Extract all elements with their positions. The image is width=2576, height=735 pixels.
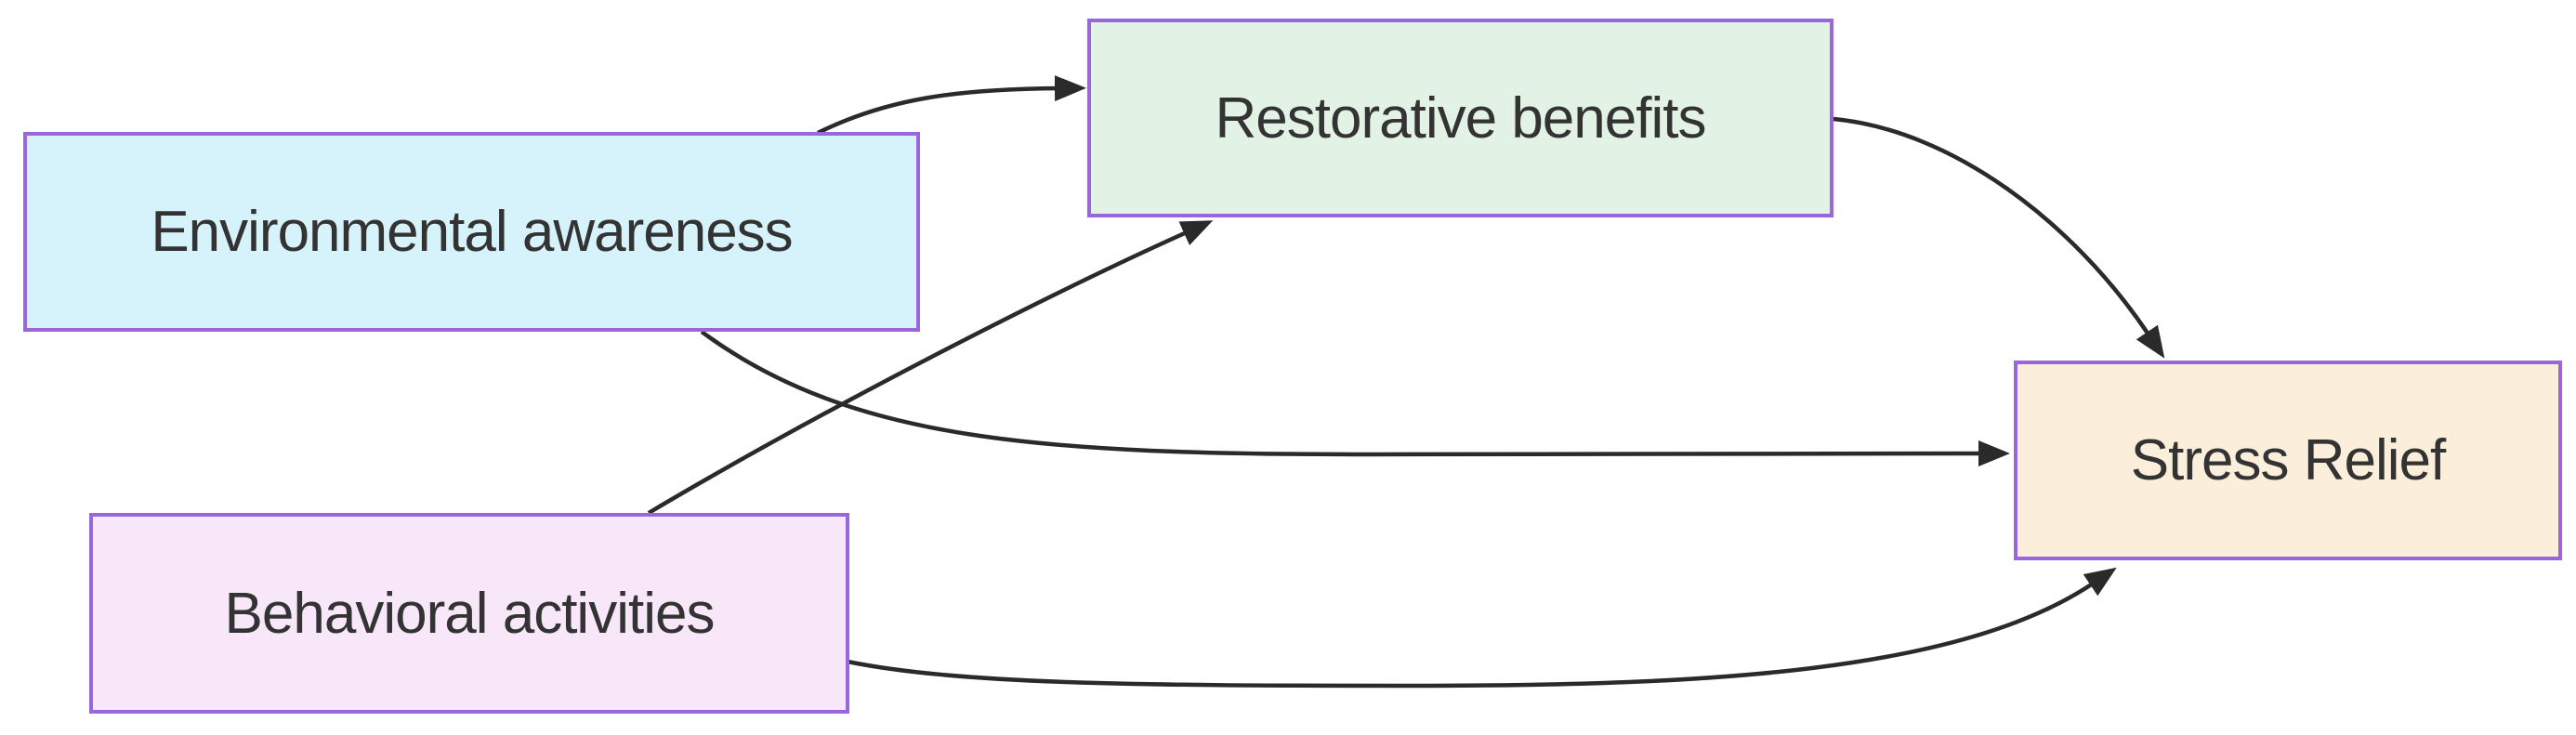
edge-environmental-to-stress xyxy=(700,330,2010,467)
edge-behavioral-to-stress xyxy=(847,567,2117,689)
node-stress-relief: Stress Relief xyxy=(2014,361,2562,560)
edge-environmental-to-restorative xyxy=(817,75,1086,136)
node-behavioral-activities-label: Behavioral activities xyxy=(224,581,716,646)
node-environmental-awareness: Environmental awareness xyxy=(23,132,920,332)
node-behavioral-activities: Behavioral activities xyxy=(89,513,849,714)
edge-restorative-to-stress xyxy=(1833,116,2165,359)
node-restorative-benefits: Restorative benefits xyxy=(1087,19,1833,217)
node-restorative-benefits-label: Restorative benefits xyxy=(1215,85,1707,151)
edge-behavioral-to-restorative xyxy=(647,220,1214,515)
node-stress-relief-label: Stress Relief xyxy=(2130,428,2446,492)
node-environmental-awareness-label: Environmental awareness xyxy=(151,200,793,264)
